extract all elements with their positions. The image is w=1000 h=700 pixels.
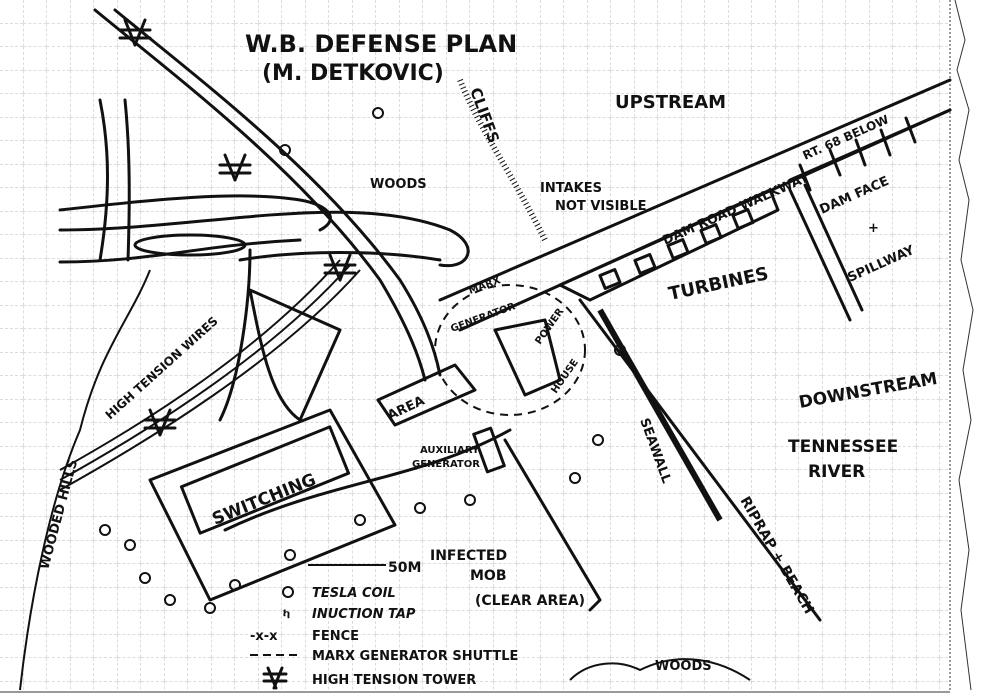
label-river: RIVER xyxy=(808,462,865,482)
map-author: (M. DETKOVIC) xyxy=(262,61,444,86)
high-tension-tower-icon xyxy=(118,18,357,437)
wooded-hills-outline xyxy=(19,269,151,691)
riprap-line xyxy=(578,298,822,622)
power-house xyxy=(493,318,562,397)
torn-edge xyxy=(954,0,974,691)
label-tennessee: TENNESSEE xyxy=(788,437,898,457)
label-woods-bottom: WOODS xyxy=(655,659,712,674)
clear-area-right xyxy=(503,438,602,612)
label-infected: INFECTED xyxy=(430,548,507,564)
legend-fence: FENCE xyxy=(312,629,359,644)
high-tension-tower-icon xyxy=(262,666,288,690)
induction-tap-icon: ካ xyxy=(283,607,290,622)
auxiliary-generator xyxy=(472,426,506,474)
legend-high-tension-tower: HIGH TENSION TOWER xyxy=(312,673,476,688)
label-auxiliary: AUXILIARY xyxy=(420,445,480,456)
legend-tesla-coil: TESLA COIL xyxy=(312,586,396,601)
marx-shuttle-path xyxy=(434,284,586,416)
map-title: W.B. DEFENSE PLAN xyxy=(245,30,517,58)
area-building xyxy=(376,363,477,427)
switching-building xyxy=(179,425,351,535)
dam-road-walkway xyxy=(438,78,952,332)
graph-paper-grid xyxy=(0,0,950,690)
tesla-coils xyxy=(99,107,626,614)
label-scale: 50M xyxy=(388,560,421,576)
woods-bottom-outline xyxy=(569,658,751,681)
tesla-coil-icon xyxy=(282,586,294,598)
high-tension-wires xyxy=(59,259,361,491)
roads xyxy=(58,8,470,422)
legend-induction-tap: INUCTION TAP xyxy=(312,607,416,622)
clear-area-left xyxy=(223,428,512,532)
switching-yard xyxy=(148,408,397,602)
label-not-visible: NOT VISIBLE xyxy=(555,199,647,214)
legend: TESLA COIL ካ INUCTION TAP -x-x FENCE MAR… xyxy=(250,586,518,690)
label-woods-top: WOODS xyxy=(370,177,427,192)
label-mob: MOB xyxy=(470,568,507,584)
fence-icon: -x-x xyxy=(250,629,278,644)
label-upstream: UPSTREAM xyxy=(615,92,726,113)
label-intakes: INTAKES xyxy=(540,181,602,196)
legend-marx-shuttle: MARX GENERATOR SHUTTLE xyxy=(312,649,518,664)
label-clear-area: (CLEAR AREA) xyxy=(475,593,585,609)
turbines xyxy=(598,208,755,290)
label-plus: + xyxy=(868,221,879,236)
label-auxiliary-generator: GENERATOR xyxy=(412,459,480,470)
